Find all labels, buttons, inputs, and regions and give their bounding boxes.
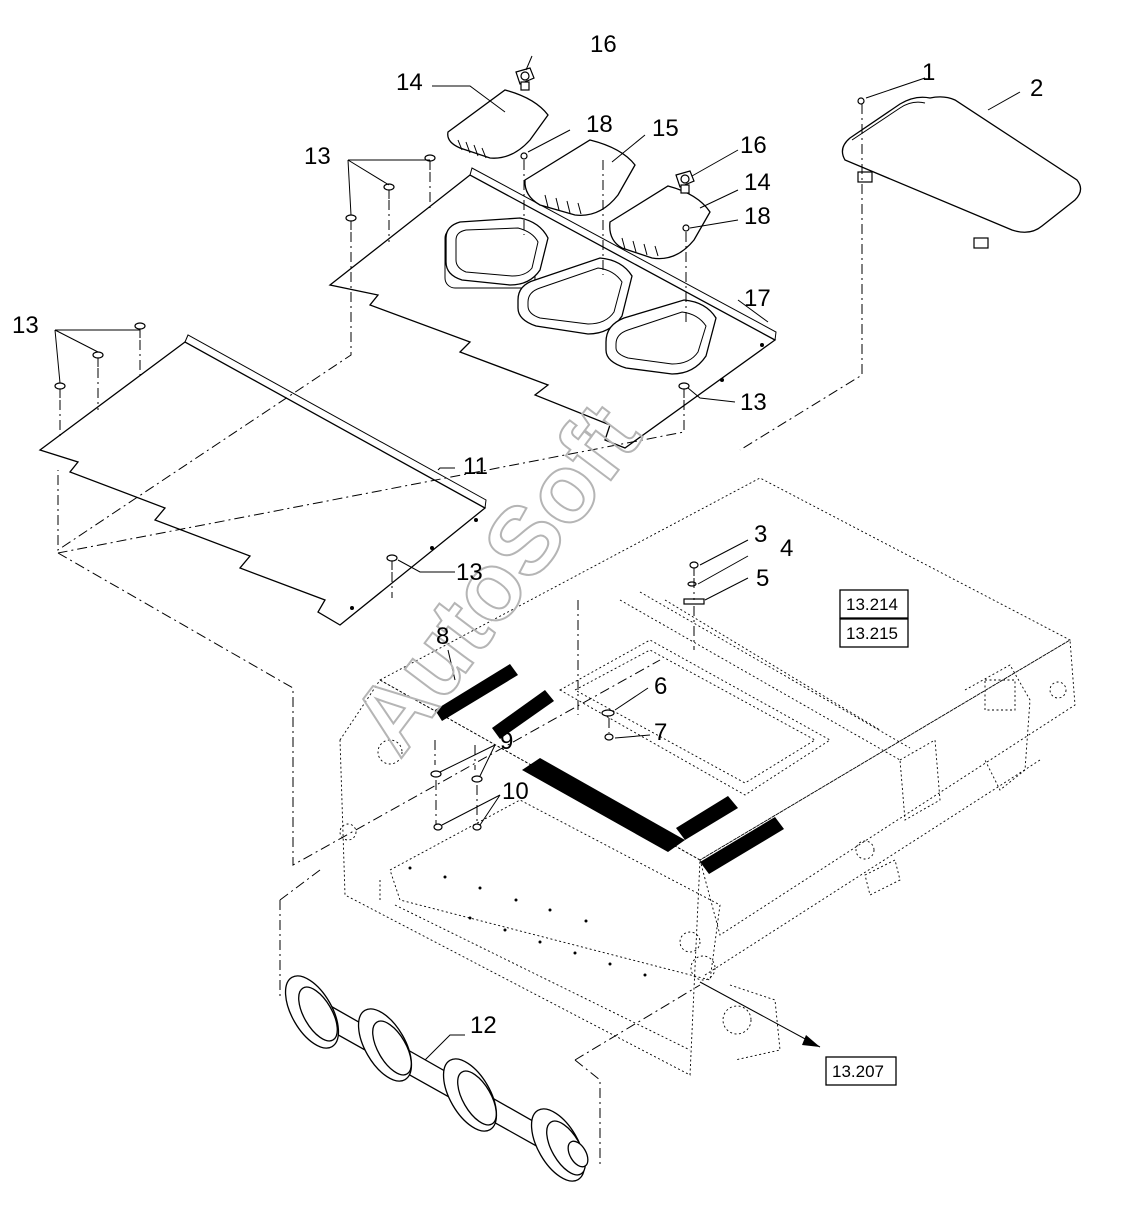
plate-17 [328,167,777,449]
reference-boxes: 13.214 13.215 13.207 [825,589,909,1086]
ref-13-215: 13.215 [846,624,898,643]
leader-lines [54,55,1021,1061]
callout-14-right: 14 [744,169,771,196]
sprocket-2 [357,1008,413,1082]
sprocket-3 [442,1058,498,1132]
nut-7 [604,733,614,741]
frame-housing [339,477,1076,1076]
callout-8: 8 [436,623,449,650]
drive-shaft-12 [284,975,589,1182]
fasteners [54,67,705,831]
callout-4: 4 [780,535,793,562]
washer-6 [601,709,615,717]
callout-16-right: 16 [740,132,767,159]
bolt-13-lower [386,554,398,562]
washer-9-left [430,770,442,778]
plate-11 [38,334,764,626]
strip-c [676,796,738,840]
strip-a [492,690,554,739]
callout-12: 12 [470,1012,497,1039]
lid-panel [841,96,1082,249]
callout-13-right: 13 [740,389,767,416]
callout-18-right: 18 [744,203,771,230]
assembly-lines [57,104,863,1165]
floor-rivets [408,866,647,977]
callout-1: 1 [922,59,935,86]
nut-10-right [472,823,482,831]
washer-18-lower [682,224,690,232]
strip-8 [435,664,518,721]
callout-13-bottom: 13 [456,559,483,586]
sprocket-1 [284,975,340,1049]
screw-1 [857,97,865,105]
callout-9: 9 [500,728,513,755]
callout-14-top: 14 [396,69,423,96]
strip-d [700,817,784,874]
clip-16-lower [675,170,695,194]
callout-6: 6 [654,673,667,700]
callout-3: 3 [754,521,767,548]
callout-2: 2 [1030,75,1043,102]
washer-4 [687,581,697,587]
callout-10: 10 [502,778,529,805]
callout-7: 7 [654,719,667,746]
callout-5: 5 [756,565,769,592]
callout-13-left: 13 [12,312,39,339]
washer-18-upper [520,152,528,160]
bolt-3 [689,561,699,569]
callout-11: 11 [463,453,488,480]
bolts-13-left [54,322,146,398]
flap-15 [524,139,636,216]
callout-numbers: 1 2 3 4 5 6 7 8 9 10 11 12 13 13 13 13 1… [12,31,1043,1039]
ref-13-207: 13.207 [832,1062,884,1081]
callout-15: 15 [652,115,679,142]
callout-18-top: 18 [586,111,613,138]
callout-17: 17 [744,285,771,312]
clip-16-upper [515,67,535,91]
nut-10-left [433,823,443,831]
callout-13-top: 13 [304,143,331,170]
washer-9-right [471,775,483,783]
bolt-13-right [678,382,690,390]
callout-16-top: 16 [590,31,617,58]
strip-b [522,758,685,852]
flap-14-upper [447,89,549,159]
ref-13-214: 13.214 [846,595,898,614]
flap-14-lower [609,185,711,260]
sprocket-4 [530,1108,589,1182]
